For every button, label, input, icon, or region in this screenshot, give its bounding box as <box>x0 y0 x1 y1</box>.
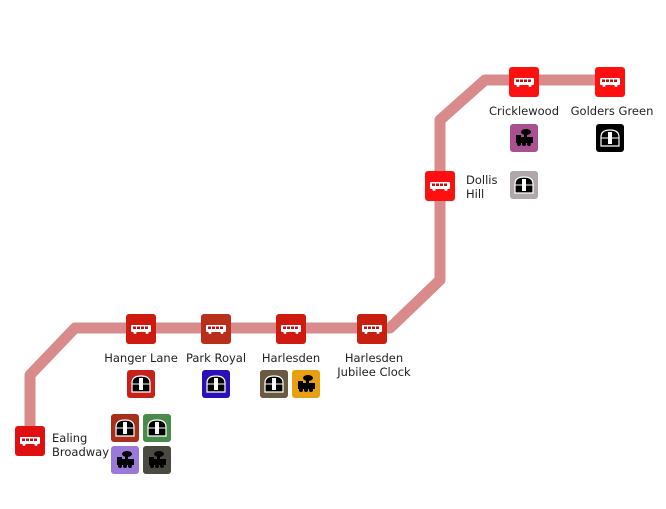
stop-label-harlesden-jubilee-clock: Harlesden Jubilee Clock <box>337 351 410 379</box>
underground-train-icon <box>206 375 226 393</box>
interchange-underground-icon <box>143 414 171 442</box>
stop-label-golders-green: Golders Green <box>571 104 654 118</box>
stop-park-royal[interactable] <box>201 314 231 344</box>
stop-ealing-broadway[interactable] <box>15 426 45 456</box>
interchange-underground-icon <box>260 370 288 398</box>
label-line: Harlesden <box>344 351 404 365</box>
stop-label-harlesden: Harlesden <box>262 351 320 365</box>
stop-dollis-hill[interactable] <box>425 171 455 201</box>
interchange-rail-icon <box>111 446 139 474</box>
label-line: Hanger Lane <box>104 351 178 365</box>
stop-label-park-royal: Park Royal <box>186 351 246 365</box>
stop-hanger-lane[interactable] <box>126 314 156 344</box>
underground-train-icon <box>514 176 534 194</box>
underground-train-icon <box>131 375 151 393</box>
interchange-underground-icon <box>596 124 624 152</box>
bus-icon <box>430 182 450 191</box>
bus-icon <box>206 325 226 334</box>
interchange-rail-icon <box>143 446 171 474</box>
label-line: Cricklewood <box>489 104 559 118</box>
stop-label-hanger-lane: Hanger Lane <box>104 351 178 365</box>
underground-train-icon <box>115 419 135 437</box>
label-line: Jubilee Clock <box>337 365 411 379</box>
bus-icon <box>20 437 40 446</box>
label-line: Park Royal <box>185 351 247 365</box>
stop-label-cricklewood: Cricklewood <box>489 104 559 118</box>
interchange-underground-icon <box>510 171 538 199</box>
label-line: Dollis <box>466 173 498 187</box>
bus-icon <box>281 325 301 334</box>
stop-harlesden[interactable] <box>276 314 306 344</box>
stop-label-dollis-hill: Dollis Hill <box>466 173 497 201</box>
interchange-underground-icon <box>127 370 155 398</box>
label-line: Golders Green <box>570 104 654 118</box>
label-line: Hill <box>466 187 485 201</box>
stop-harlesden-jubilee-clock[interactable] <box>357 314 387 344</box>
interchange-rail-icon <box>292 370 320 398</box>
interchange-underground-icon <box>202 370 230 398</box>
underground-train-icon <box>264 375 284 393</box>
underground-train-icon <box>600 129 620 147</box>
steam-train-icon <box>516 129 533 146</box>
underground-train-icon <box>147 419 167 437</box>
stop-cricklewood[interactable] <box>509 67 539 97</box>
steam-train-icon <box>117 451 134 468</box>
bus-icon <box>514 78 534 87</box>
steam-train-icon <box>298 375 315 392</box>
label-line: Ealing <box>52 431 88 445</box>
bus-icon <box>362 325 382 334</box>
label-line: Harlesden <box>261 351 321 365</box>
stop-label-ealing-broadway: Ealing Broadway <box>52 431 109 459</box>
steam-train-icon <box>149 451 166 468</box>
bus-icon <box>600 78 620 87</box>
bus-icon <box>131 325 151 334</box>
label-line: Broadway <box>52 445 110 459</box>
stop-golders-green[interactable] <box>595 67 625 97</box>
interchange-rail-icon <box>510 124 538 152</box>
interchange-underground-icon <box>111 414 139 442</box>
